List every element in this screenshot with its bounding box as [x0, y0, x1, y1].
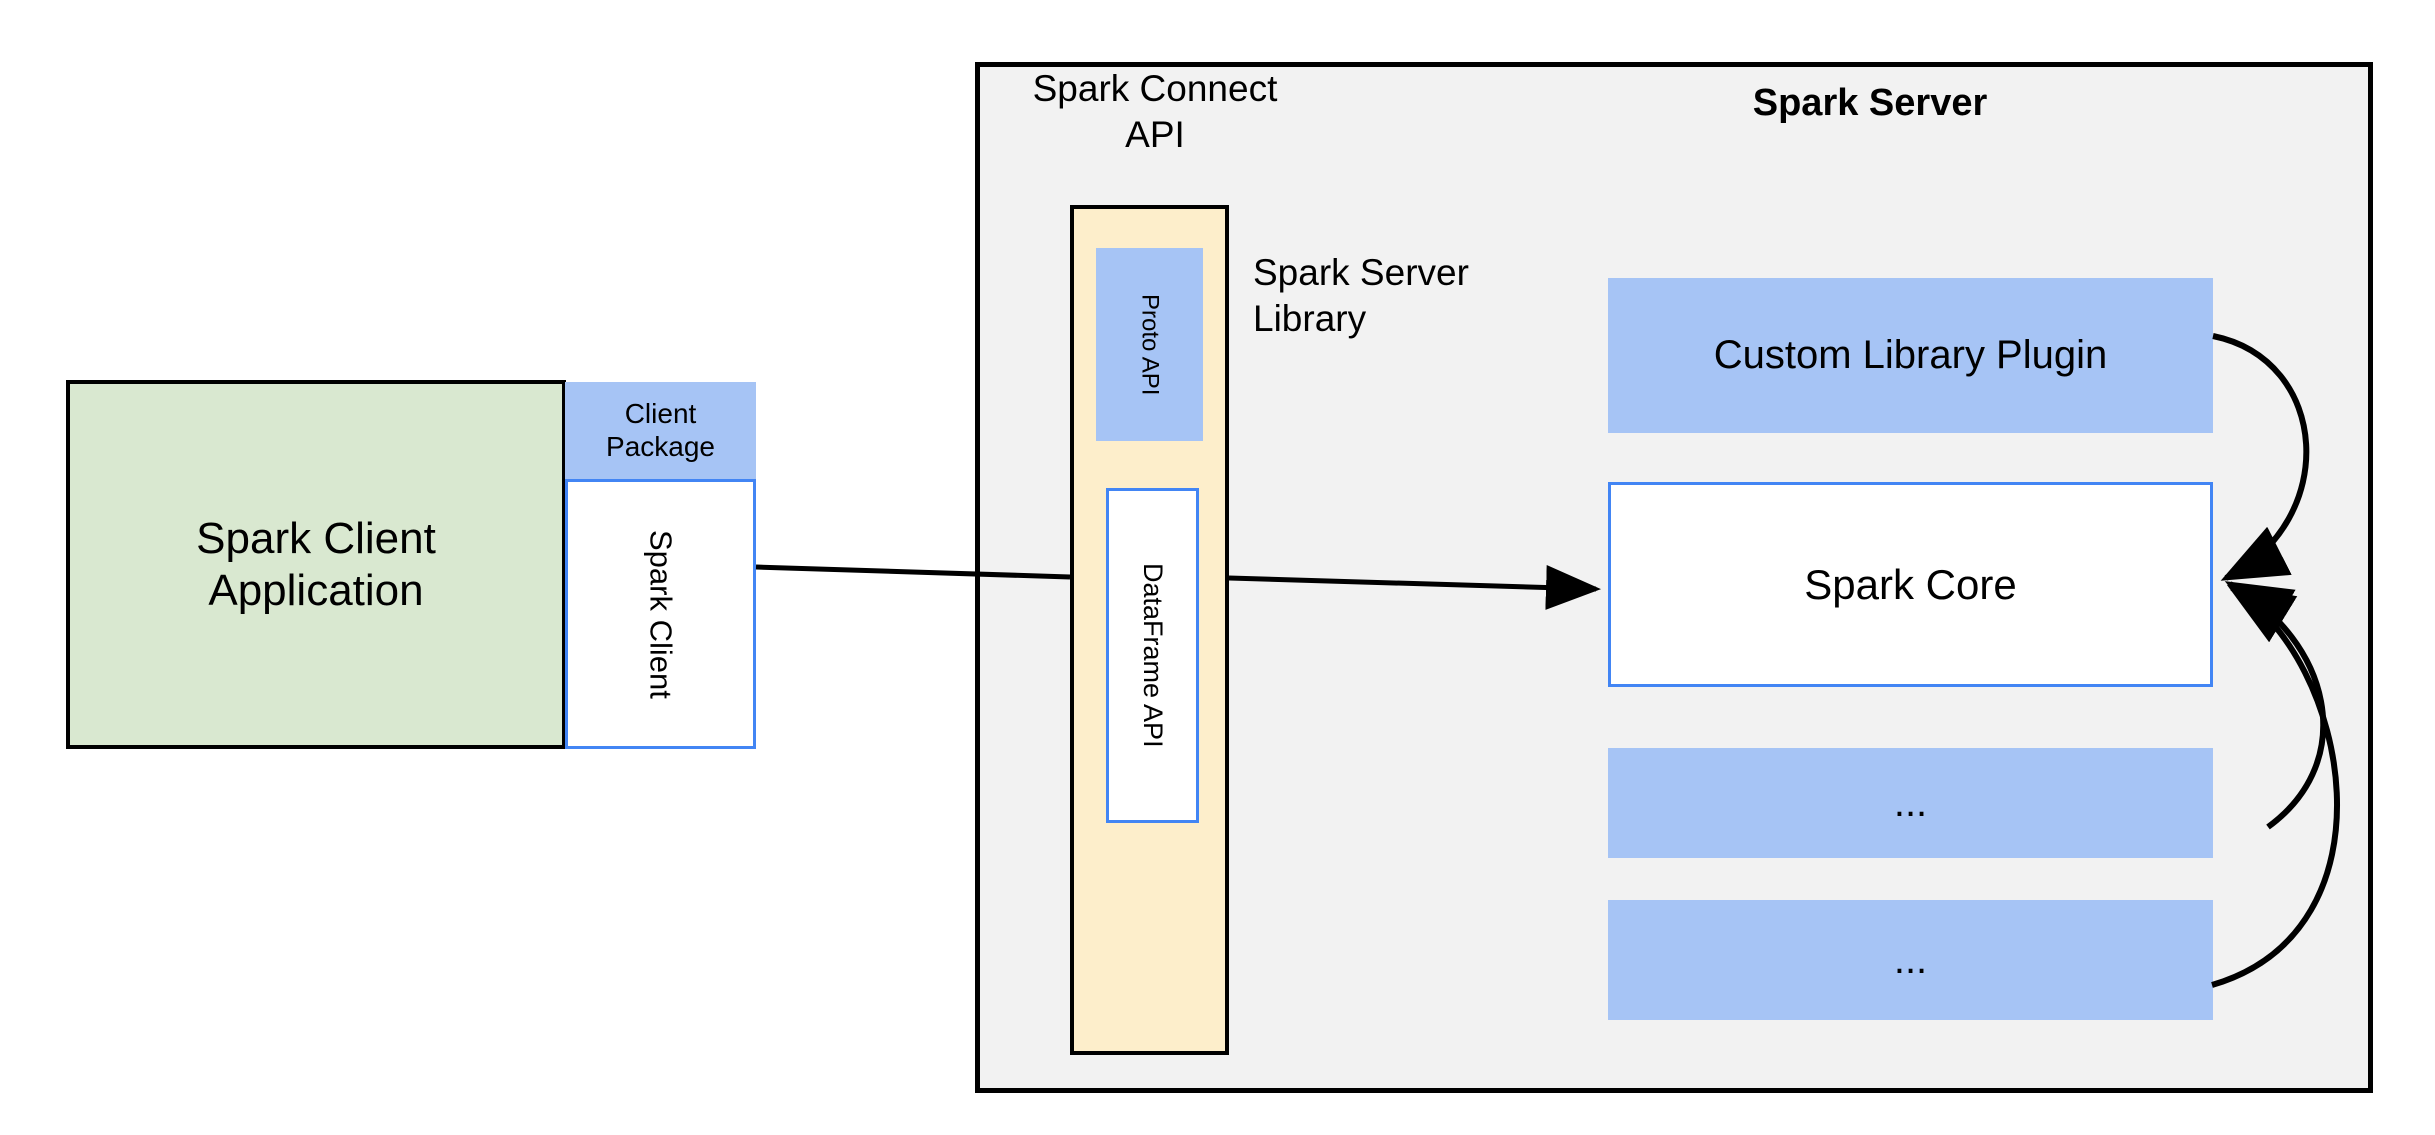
client-package-box[interactable]: Client Package	[565, 382, 756, 479]
spark-core-label: Spark Core	[1804, 560, 2017, 608]
proto-api-box[interactable]: Proto API	[1096, 248, 1203, 441]
spark-client-application-box[interactable]: Spark Client Application	[66, 380, 566, 749]
custom-library-plugin-label: Custom Library Plugin	[1713, 333, 2108, 377]
spark-connect-api-label-line2: API	[1125, 114, 1185, 156]
dataframe-api-box[interactable]: DataFrame API	[1106, 488, 1199, 823]
spark-client-label: Spark Client	[643, 529, 679, 699]
dataframe-api-label: DataFrame API	[1138, 563, 1168, 748]
spark-client-application-label-line2: Application	[208, 565, 424, 615]
spark-server-title: Spark Server	[1752, 82, 1988, 124]
client-package-label-line1: Client	[624, 398, 697, 430]
spark-client-application-label-line1: Spark Client	[196, 513, 436, 563]
spark-server-library-label: Spark Server Library	[1253, 250, 1553, 343]
spark-core-box[interactable]: Spark Core	[1608, 482, 2213, 687]
additional-component-label-1: ...	[1893, 780, 1928, 825]
spark-connect-api-label-line1: Spark Connect	[1032, 68, 1278, 109]
custom-library-plugin-box[interactable]: Custom Library Plugin	[1608, 278, 2213, 433]
additional-component-box-1[interactable]: ...	[1608, 748, 2213, 858]
additional-component-box-2[interactable]: ...	[1608, 900, 2213, 1020]
spark-server-library-label-line2: Library	[1253, 298, 1367, 340]
spark-client-box[interactable]: Spark Client	[565, 479, 756, 749]
spark-server-library-label-line1: Spark Server	[1253, 252, 1469, 293]
proto-api-label: Proto API	[1136, 293, 1164, 396]
spark-connect-api-label: Spark Connect API	[1010, 66, 1300, 159]
client-package-label-line2: Package	[606, 430, 715, 462]
additional-component-label-2: ...	[1893, 937, 1928, 982]
